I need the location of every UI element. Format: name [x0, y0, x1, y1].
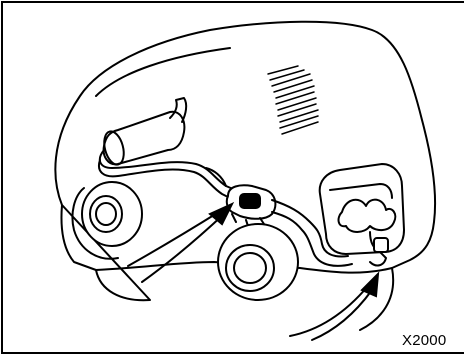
muffler [101, 98, 186, 167]
arrow-to-catalytic-converter [128, 204, 232, 282]
figure-code: X2000 [402, 333, 446, 349]
rear-wheel [72, 182, 142, 259]
rear-roof-line [96, 48, 230, 96]
arrow-to-front-pipe [290, 274, 378, 340]
engine [320, 164, 404, 265]
front-wheel [218, 224, 298, 300]
catalytic-converter [227, 185, 276, 226]
vent-grille [268, 66, 318, 134]
